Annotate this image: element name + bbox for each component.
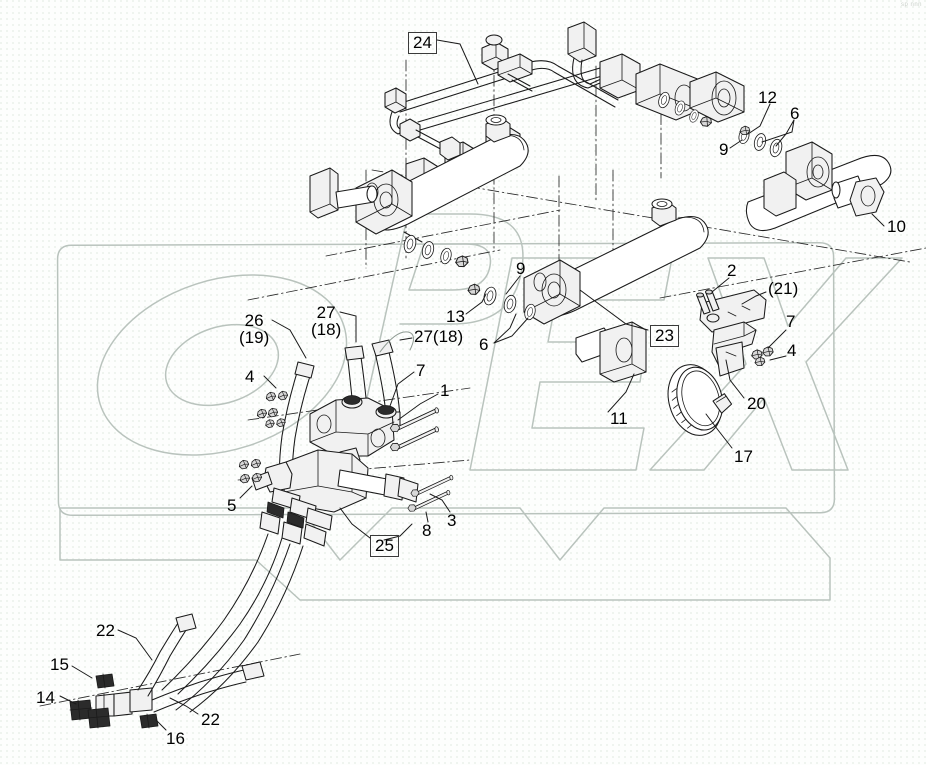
callout-7-center: 7 [416, 361, 426, 380]
hydraulic-cylinder-far-right [737, 125, 892, 232]
control-valve-assembly [161, 331, 456, 713]
callout-27-18-right: 27(18) [414, 327, 464, 346]
callout-8: 8 [422, 521, 432, 540]
callout-27-18-left: 27 (18) [311, 303, 342, 340]
callout-16: 16 [166, 729, 185, 748]
callout-9-upper: 9 [719, 140, 729, 159]
callout-17: 17 [734, 447, 753, 466]
callout-5: 5 [227, 496, 237, 515]
callout-6-mid: 6 [479, 335, 489, 354]
callout-7-right: 7 [786, 312, 796, 331]
callout-1: 1 [440, 381, 450, 400]
callout-15: 15 [50, 655, 69, 674]
hydraulic-cylinder-left [309, 114, 529, 269]
callout-26-19: 26 (19) [239, 311, 270, 348]
callout-11: 11 [610, 409, 628, 428]
watermark-frame [56, 241, 836, 517]
callout-2: 2 [727, 261, 737, 280]
callout-13: 13 [446, 307, 465, 326]
callout-20: 20 [747, 394, 766, 413]
bracket-group-right [667, 289, 775, 436]
hydraulic-cylinder-right-23 [466, 198, 709, 383]
callout-22-lower: 22 [201, 710, 220, 729]
callout-6-upper: 6 [790, 104, 800, 123]
callout-12: 12 [758, 88, 777, 107]
corner-watermark-text: sp nnn [900, 2, 922, 8]
callout-9-mid: 9 [516, 259, 526, 278]
callout-4-right: 4 [787, 341, 797, 360]
callout-23-box: 23 [650, 325, 679, 348]
callout-3: 3 [447, 511, 457, 530]
callout-4-left: 4 [245, 367, 255, 386]
callout-10: 10 [887, 217, 906, 236]
centerlines [39, 35, 926, 707]
callout-14: 14 [36, 688, 55, 707]
watermark-text-opex [59, 213, 903, 601]
hose-end-fittings-bottom-left [69, 613, 265, 729]
callout-22-upper: 22 [96, 621, 115, 640]
callout-24-box: 24 [408, 32, 437, 55]
callout-21: (21) [768, 279, 799, 298]
callout-25-box: 25 [370, 535, 399, 558]
leader-lines [59, 39, 885, 731]
